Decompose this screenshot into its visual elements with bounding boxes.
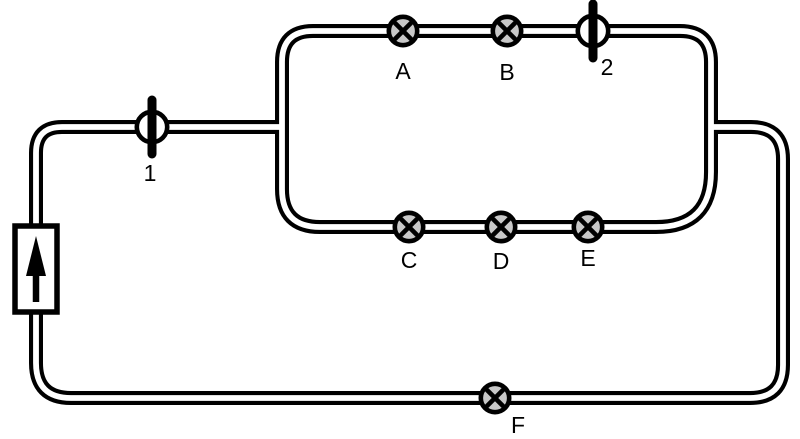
lamp-C: C [392,210,426,273]
power-source [12,223,60,315]
lamp-E: E [571,210,605,271]
wire-branch-top-gap [279,28,714,127]
lamp-D: D [484,210,518,274]
lamp-B: B [490,14,524,85]
up-arrow-icon [26,236,46,276]
lamp-d-label: D [493,248,510,274]
lamp-f-label: F [511,412,525,438]
wire-branch-top [275,24,718,127]
lamp-A: A [386,14,420,84]
switch-1: 1 [134,95,170,186]
wire-feed-left-gap [33,124,282,227]
lamp-b-label: B [499,59,514,85]
switch-1-label: 1 [144,160,157,186]
wire-branch-middle-gap [279,127,714,230]
lamp-b-cross [495,19,519,43]
switch-2-label: 2 [601,54,614,80]
lamp-a-label: A [395,58,411,84]
lamp-f-cross [483,386,507,410]
lamp-c-cross [397,215,421,239]
wire-return-right-bottom-gap [33,124,786,401]
lamp-a-cross [391,19,415,43]
lamp-e-cross [576,215,600,239]
switch-2: 2 [575,0,614,80]
lamp-e-label: E [580,245,595,271]
lamp-d-cross [489,215,513,239]
lamp-F: F [478,381,525,438]
lamp-c-label: C [401,247,418,273]
